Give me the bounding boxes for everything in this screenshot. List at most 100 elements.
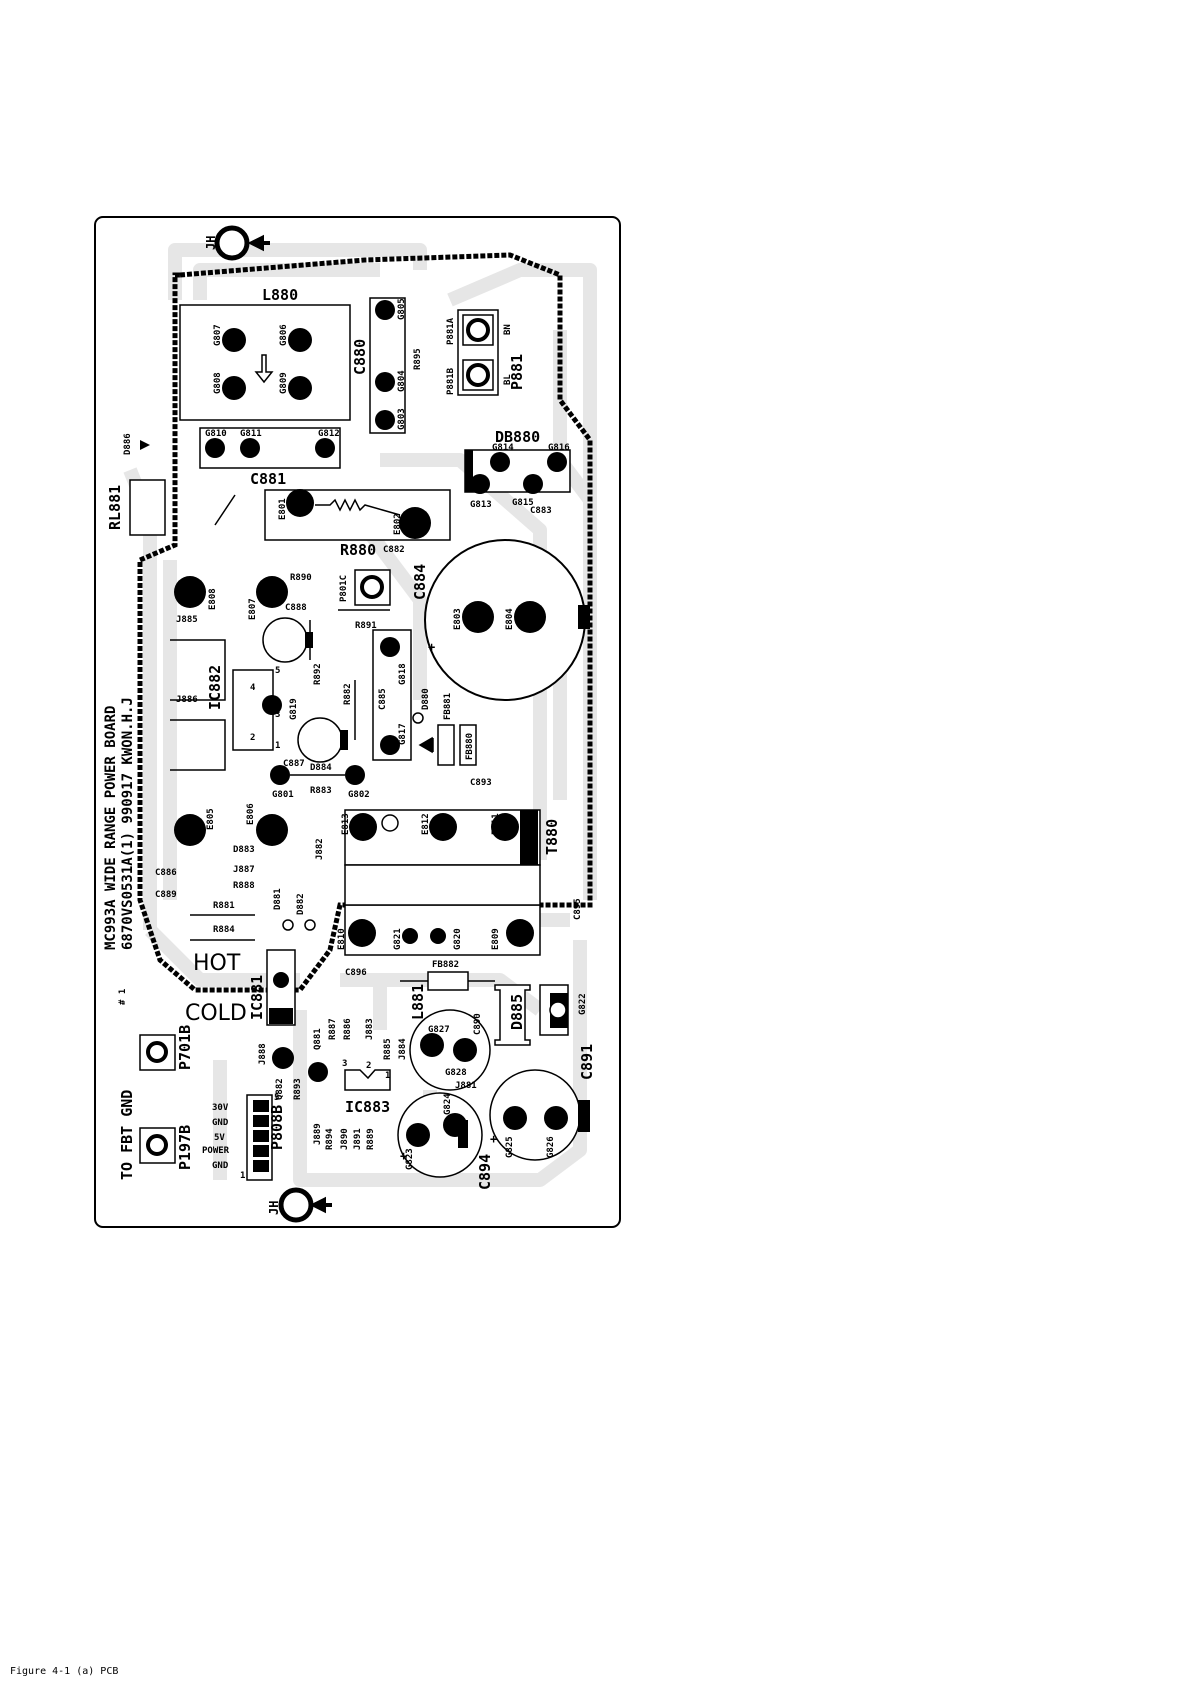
bl-label: BL	[503, 374, 513, 385]
c884-label: C884	[411, 564, 429, 600]
g816-label: G816	[548, 443, 570, 453]
board-part-number: 6870VS0531A(1) 990917 KWON.H.J	[120, 697, 136, 950]
db880-label: DB880	[495, 428, 540, 446]
svg-text:3: 3	[342, 1059, 347, 1069]
r888-label: R888	[233, 881, 255, 891]
g802-label: G802	[348, 790, 370, 800]
j887-label: J887	[233, 865, 255, 875]
g825-label: G825	[505, 1136, 515, 1158]
svg-text:1: 1	[385, 1071, 390, 1081]
c894-capacitor	[397, 1092, 483, 1178]
c885-label: C885	[378, 688, 388, 710]
e806-label: E806	[246, 803, 256, 825]
g820-label: G820	[453, 928, 463, 950]
g817-label: G817	[398, 723, 408, 745]
r881-label: R881	[213, 901, 235, 911]
g828-label: G828	[445, 1068, 467, 1078]
ic881-label: IC881	[248, 975, 266, 1020]
svg-text:1: 1	[275, 741, 280, 751]
fb880-label: FB880	[465, 733, 475, 760]
e804-label: E804	[505, 608, 515, 630]
l881-inductor	[409, 1009, 491, 1091]
q882-label: Q882	[275, 1078, 285, 1100]
r884-label: R884	[213, 925, 235, 935]
d885-label: D885	[508, 994, 526, 1030]
rl881-relay	[129, 479, 166, 536]
j891-label: J891	[353, 1128, 363, 1150]
fbt-gnd-label: TO FBT GND	[118, 1090, 136, 1180]
pin-gnd-label: GND	[212, 1118, 229, 1128]
g808-label: G808	[213, 372, 223, 394]
d882-label: D882	[296, 893, 306, 915]
r882-label: R882	[343, 683, 353, 705]
c880-label: C880	[351, 339, 369, 375]
pin-5v-label: 5V	[214, 1133, 225, 1143]
q881-label: Q881	[313, 1028, 323, 1050]
c895-label: C895	[573, 898, 583, 920]
fb881-label: FB881	[443, 693, 453, 720]
g819-label: G819	[289, 698, 299, 720]
g804-label: G804	[397, 370, 407, 392]
svg-text:5: 5	[274, 1093, 279, 1103]
figure-caption: Figure 4-1 (a) PCB	[10, 1666, 119, 1677]
p801c-label: P801C	[339, 575, 349, 602]
c888-label: C888	[285, 603, 307, 613]
bn-label: BN	[503, 324, 513, 335]
r883-label: R883	[310, 786, 332, 796]
r892-label: R892	[313, 663, 323, 685]
isolation-boundary	[137, 252, 593, 993]
p881-label: P881	[508, 354, 526, 390]
g803-label: G803	[397, 408, 407, 430]
c891-label: C891	[578, 1044, 596, 1080]
svg-text:1: 1	[240, 1171, 245, 1181]
g815-label: G815	[512, 498, 534, 508]
p701b-label: P701B	[176, 1025, 194, 1070]
c893-label: C893	[470, 778, 492, 788]
g807-label: G807	[213, 324, 223, 346]
svg-text:5: 5	[275, 666, 280, 676]
d884-label: D884	[310, 763, 332, 773]
c889-label: C889	[155, 890, 177, 900]
j881-label: J881	[455, 1081, 477, 1091]
ic882-label: IC882	[206, 665, 224, 710]
ic883-label: IC883	[345, 1098, 390, 1116]
jh-label-top: JH	[204, 236, 218, 250]
e808-label: E808	[208, 588, 218, 610]
g809-label: G809	[279, 372, 289, 394]
j882-label: J882	[315, 838, 325, 860]
pin-30v-label: 30V	[212, 1103, 229, 1113]
fb882-label: FB882	[432, 960, 459, 970]
arrow-down-icon	[254, 354, 274, 384]
r891-label: R891	[355, 621, 377, 631]
c896-label: C896	[345, 968, 367, 978]
svg-text:+: +	[490, 1132, 497, 1146]
e807-label: E807	[248, 598, 258, 620]
svg-text:+: +	[400, 1149, 407, 1163]
r895-label: R895	[413, 348, 423, 370]
d886-label: D886	[123, 433, 133, 455]
p881b-label: P881B	[446, 367, 456, 395]
g810-label: G810	[205, 429, 227, 439]
hot-label: HOT	[193, 951, 241, 976]
l881-label: L881	[409, 984, 427, 1020]
g823-label: G823	[405, 1148, 415, 1170]
mounting-hole-bottom: JH	[267, 1187, 332, 1223]
pin-gnd2-label: GND	[212, 1161, 229, 1171]
d885-diode	[494, 984, 531, 1046]
r889-label: R889	[366, 1128, 376, 1150]
c887-label: C887	[283, 759, 305, 769]
p808b-label: P808B	[268, 1105, 286, 1150]
p197b-label: P197B	[176, 1125, 194, 1170]
board-title: MC993A WIDE RANGE POWER BOARD	[103, 706, 119, 950]
pin-power-label: POWER	[202, 1146, 230, 1156]
e812-label: E812	[421, 813, 431, 835]
g822-label: G822	[578, 993, 588, 1015]
j888-label: J888	[258, 1043, 268, 1065]
c881-label: C881	[250, 470, 286, 488]
jh-label-bottom: JH	[267, 1201, 281, 1215]
g821-label: G821	[393, 928, 403, 950]
ic883-regulator	[344, 1069, 391, 1091]
g805-label: G805	[397, 298, 407, 320]
g811-label: G811	[240, 429, 262, 439]
p701b-pad[interactable]	[139, 1034, 176, 1071]
